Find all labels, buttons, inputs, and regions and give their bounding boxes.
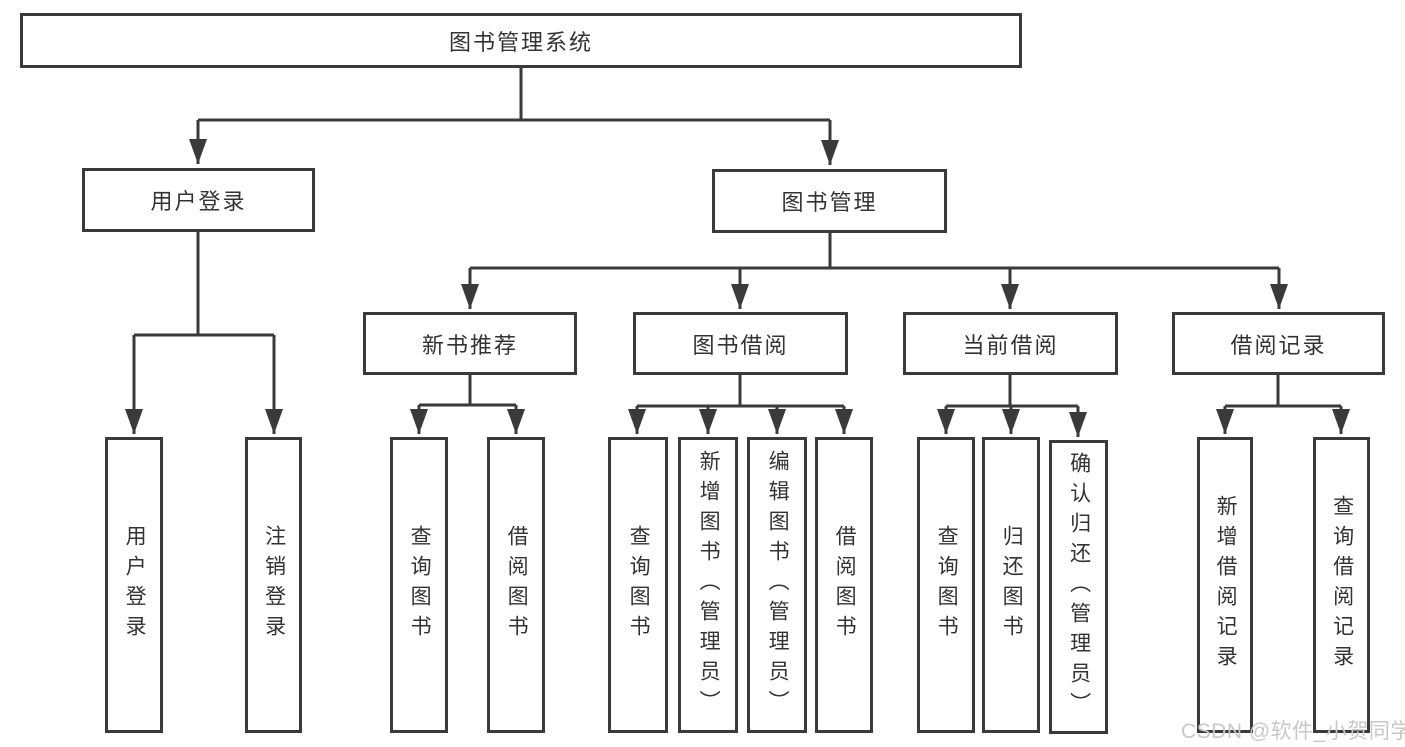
node-library-management-system: 图书管理系统 [20, 13, 1022, 68]
leaf-query-books-borrow: 查询图书 [608, 437, 668, 733]
node-book-management: 图书管理 [712, 169, 947, 233]
watermark: CSDN @软件_小贺同学 [1181, 720, 1405, 743]
node-label: 确认归还（管理员） [1067, 452, 1091, 722]
node-label: 借阅记录 [1230, 332, 1327, 358]
leaf-logout: 注销登录 [245, 437, 302, 733]
node-label: 图书管理 [781, 190, 878, 215]
leaf-query-books-recommend: 查询图书 [390, 437, 448, 733]
node-current-borrow: 当前借阅 [903, 312, 1118, 375]
node-label: 归还图书 [1000, 525, 1024, 645]
node-label: 借阅图书 [505, 525, 529, 645]
node-user-login: 用户登录 [82, 168, 315, 232]
leaf-query-books-current: 查询图书 [917, 437, 975, 733]
leaf-add-book-admin: 新增图书（管理员） [678, 437, 738, 733]
connector-book-borrow-to-leaves [628, 375, 853, 434]
node-label: 编辑图书（管理员） [766, 450, 790, 720]
node-label: 图书管理系统 [448, 29, 593, 55]
node-label: 查询借阅记录 [1330, 495, 1354, 675]
connector-root-to-level2 [189, 67, 839, 165]
node-label: 新增图书（管理员） [697, 450, 721, 720]
node-label: 查询图书 [408, 525, 432, 645]
node-label: 用户登录 [123, 525, 147, 645]
node-label: 新增借阅记录 [1214, 495, 1238, 675]
leaf-user-login: 用户登录 [105, 437, 163, 733]
leaf-add-borrow-record: 新增借阅记录 [1197, 437, 1253, 733]
node-label: 查询图书 [935, 525, 959, 645]
connector-borrow-records-to-leaves [1216, 375, 1350, 434]
leaf-borrow-books-recommend: 借阅图书 [487, 437, 545, 733]
node-label: 用户登录 [150, 189, 247, 214]
connector-book-management-to-level3 [461, 233, 1288, 309]
node-book-borrow: 图书借阅 [633, 312, 848, 375]
node-label: 借阅图书 [833, 525, 857, 645]
node-label: 注销登录 [262, 525, 286, 645]
leaf-confirm-return-admin: 确认归还（管理员） [1049, 440, 1108, 734]
node-label: 当前借阅 [962, 332, 1059, 358]
node-new-book-recommend: 新书推荐 [363, 312, 577, 375]
leaf-query-borrow-record: 查询借阅记录 [1313, 437, 1370, 733]
node-borrow-records: 借阅记录 [1172, 312, 1385, 375]
node-label: 图书借阅 [692, 332, 789, 358]
node-label: 查询图书 [627, 525, 651, 645]
leaf-return-books: 归还图书 [982, 437, 1040, 733]
connector-user-login-to-leaves [125, 232, 283, 434]
leaf-borrow-books: 借阅图书 [815, 437, 873, 733]
connector-current-borrow-to-leaves [937, 375, 1087, 437]
node-label: 新书推荐 [421, 332, 518, 358]
leaf-edit-book-admin: 编辑图书（管理员） [747, 437, 807, 733]
connector-new-book-recommend-to-leaves [410, 375, 525, 434]
